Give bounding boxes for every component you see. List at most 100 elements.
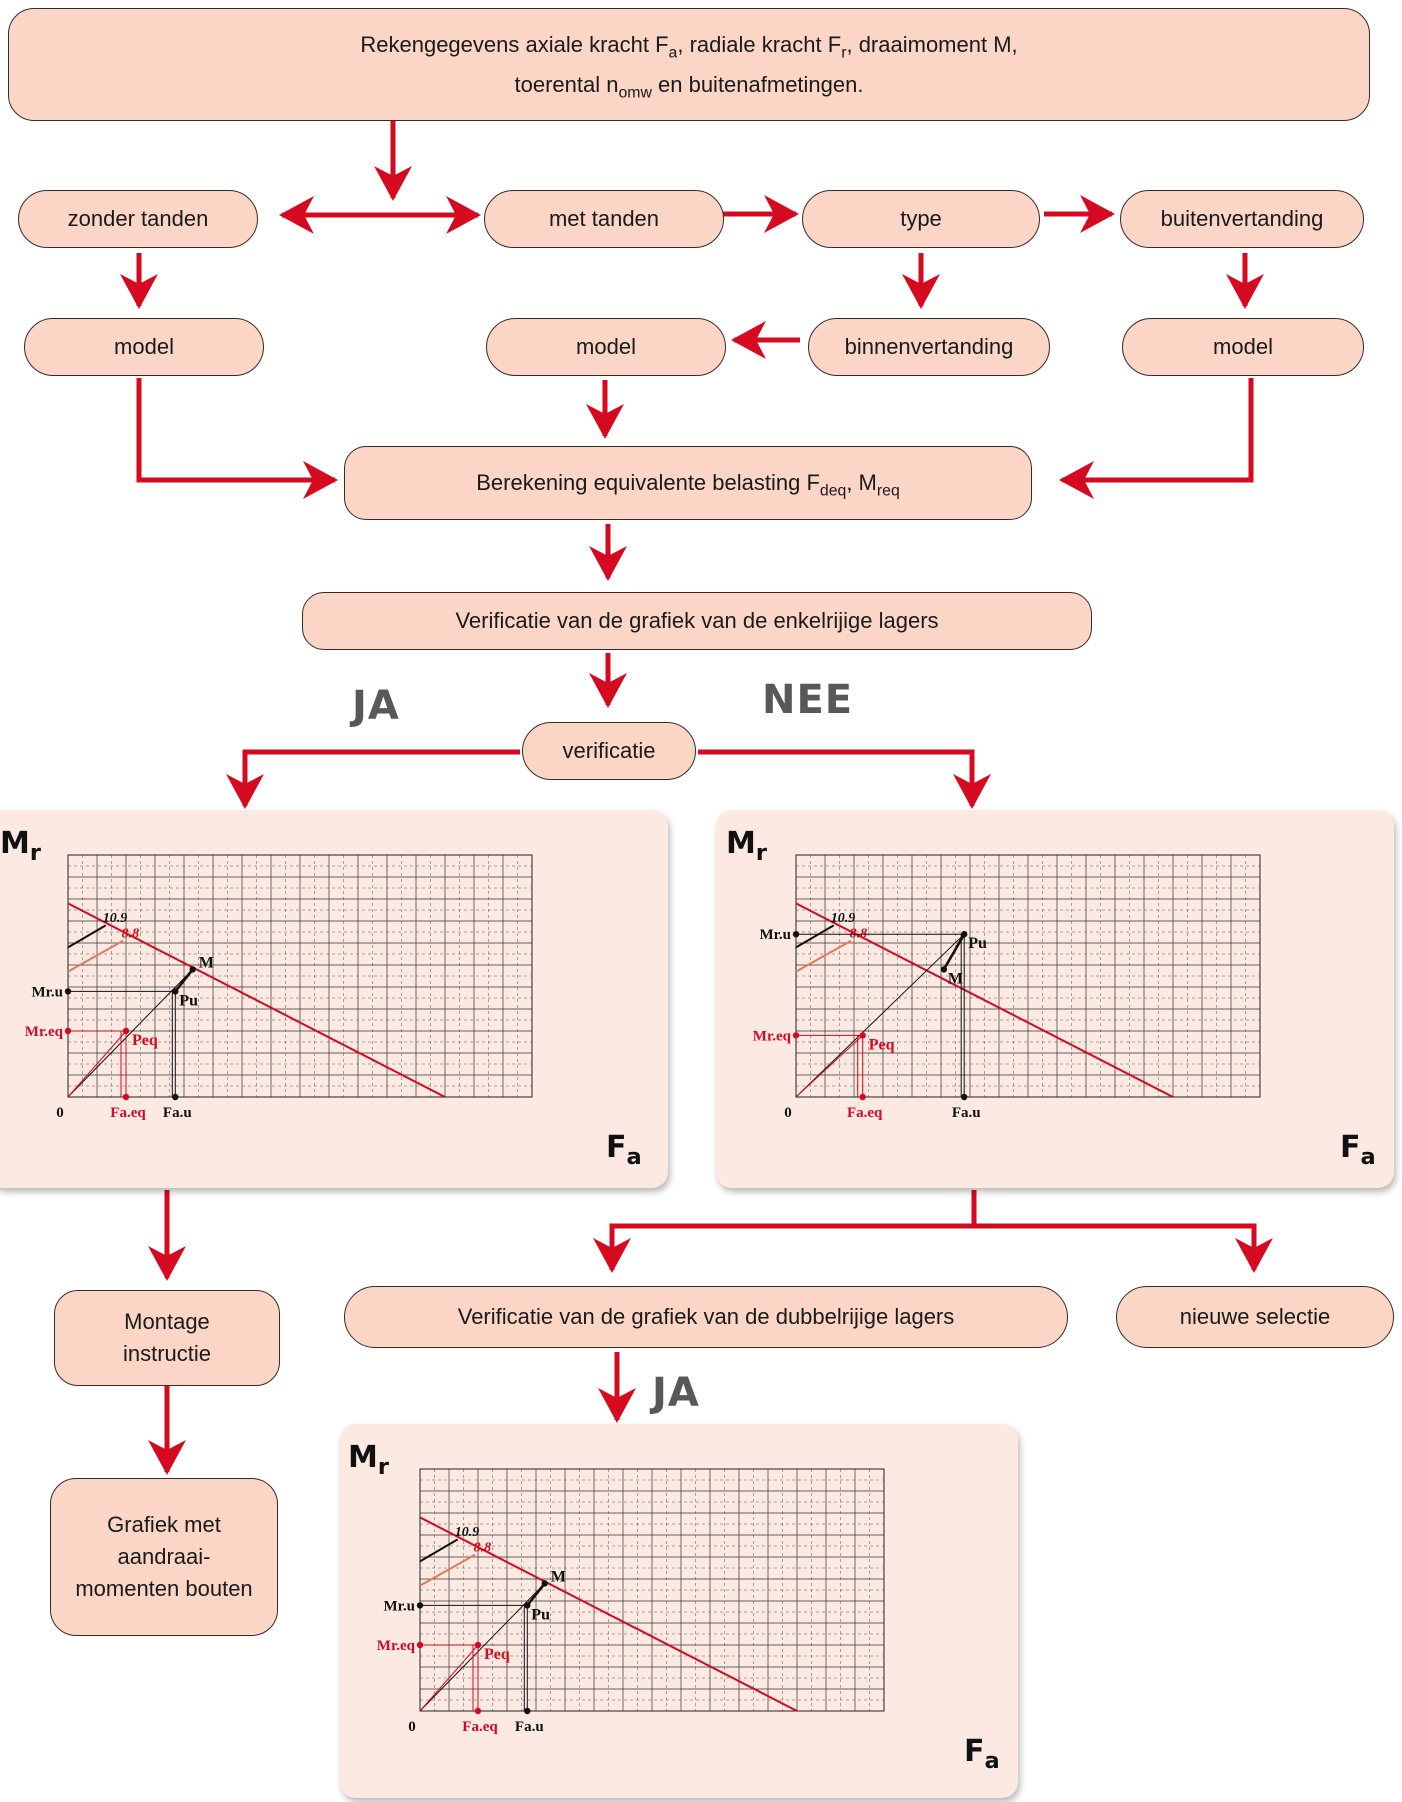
grade-88-label: 8.8 (474, 1541, 492, 1556)
fa-eq-label: Fa.eq (847, 1105, 883, 1121)
load-path-line (795, 933, 965, 1098)
grade-109-label: 10.9 (455, 1525, 480, 1540)
zonder-tanden-box: zonder tanden (18, 190, 258, 248)
point-pu-label: Pu (179, 992, 198, 1009)
model-center-box: model (486, 318, 726, 376)
grade-109-line (419, 1538, 459, 1563)
model-left-box: model (24, 318, 264, 376)
point-pu-dot (524, 1602, 531, 1609)
load-path-eq-line (67, 1030, 127, 1098)
nee-label: NEE (762, 677, 854, 723)
limit-curve (419, 1516, 798, 1712)
point-pu-label: Pu (531, 1606, 550, 1623)
berekening-box: Berekening equivalente belasting Fdeq, M… (344, 446, 1032, 520)
point-m-dot (189, 966, 196, 973)
point-peq-dot (474, 1641, 482, 1649)
met-tanden-box: met tanden (484, 190, 724, 248)
fa-u-label: Fa.u (952, 1105, 981, 1121)
arrow-chart2-nieuwe (974, 1223, 1273, 1273)
mr-u-label: Mr.u (759, 927, 791, 943)
origin-label: 0 (56, 1105, 64, 1121)
axis-y-label: Mr (726, 826, 767, 866)
point-peq-label: Peq (869, 1036, 895, 1053)
point-m-dot (541, 1580, 548, 1587)
grade-109-label: 10.9 (103, 911, 128, 926)
grade-88-line (419, 1553, 476, 1587)
input-line-1: Rekengegevens axiale kracht Fa, radiale … (360, 31, 1018, 62)
point-peq-label: Peq (132, 1032, 158, 1049)
buitenvertanding-box: buitenvertanding (1120, 190, 1364, 248)
grade-88-line (67, 939, 124, 973)
grade-109-line (795, 924, 835, 949)
mr-eq-dot (792, 1032, 800, 1039)
fa-eq-label: Fa.eq (110, 1105, 146, 1121)
mr-eq-label: Mr.eq (25, 1024, 64, 1040)
fa-u-dot (172, 1093, 179, 1101)
mr-u-dot (792, 931, 800, 938)
axis-x-label: Fa (964, 1734, 1000, 1774)
load-path-eq-line (419, 1644, 479, 1712)
load-path-eq-line (795, 1035, 864, 1098)
point-m-label: M (948, 970, 963, 987)
ja-label-left: JA (352, 683, 400, 729)
chart-frame (795, 854, 1261, 1098)
axis-x-label: Fa (1340, 1130, 1376, 1170)
input-data-box: Rekengegevens axiale kracht Fa, radiale … (8, 8, 1370, 121)
binnenvertanding-box: binnenvertanding (808, 318, 1050, 376)
type-box: type (802, 190, 1040, 248)
fa-eq-dot (859, 1093, 866, 1101)
arrow-chart2-dubbel (593, 1190, 977, 1273)
arrow-ja-left (226, 749, 520, 809)
point-peq-dot (859, 1032, 866, 1039)
origin-label: 0 (784, 1105, 792, 1121)
fa-u-label: Fa.u (515, 1719, 544, 1735)
verificatie-box: verificatie (522, 722, 696, 780)
grade-109-label: 10.9 (831, 911, 856, 926)
mr-u-label: Mr.u (383, 1598, 415, 1614)
point-m-label: M (551, 1568, 566, 1585)
origin-label: 0 (408, 1719, 416, 1735)
grade-88-line (795, 939, 852, 973)
mr-eq-dot (64, 1027, 72, 1035)
fa-eq-dot (122, 1093, 130, 1101)
point-pu-dot (172, 988, 179, 995)
mr-eq-label: Mr.eq (377, 1638, 416, 1654)
chart-frame (419, 1468, 885, 1712)
verificatie-dubbel-box: Verificatie van de grafiek van de dubbel… (344, 1286, 1068, 1348)
fa-eq-label: Fa.eq (462, 1719, 498, 1735)
nieuwe-selectie-box: nieuwe selectie (1116, 1286, 1394, 1348)
axis-y-label: Mr (348, 1440, 389, 1480)
point-m-label: M (199, 954, 214, 971)
fa-u-label: Fa.u (163, 1105, 192, 1121)
fa-eq-dot (474, 1707, 482, 1715)
model-right-box: model (1122, 318, 1364, 376)
reserve-segment (526, 1582, 546, 1607)
load-path-line (419, 1583, 546, 1712)
axis-y-label: Mr (0, 826, 41, 866)
mr-u-dot (416, 1602, 424, 1609)
grade-109-line (67, 924, 107, 949)
mr-eq-dot (416, 1641, 424, 1649)
input-line-2: toerental nomw en buitenafmetingen. (514, 71, 864, 102)
point-m-dot (940, 966, 948, 973)
mr-u-label: Mr.u (31, 984, 63, 1000)
limit-curve (67, 902, 446, 1098)
point-pu-label: Pu (968, 935, 987, 952)
load-path-line (67, 969, 194, 1098)
point-peq-dot (122, 1027, 130, 1035)
point-pu-dot (961, 931, 968, 938)
chart-frame (67, 854, 533, 1098)
limit-curve (795, 902, 1174, 1098)
verificatie-enkel-box: Verificatie van de grafiek van de enkelr… (302, 592, 1092, 650)
arrow-model-left-bereken (136, 378, 338, 499)
ja-label-bottom: JA (652, 1370, 700, 1416)
mr-u-dot (64, 988, 72, 995)
